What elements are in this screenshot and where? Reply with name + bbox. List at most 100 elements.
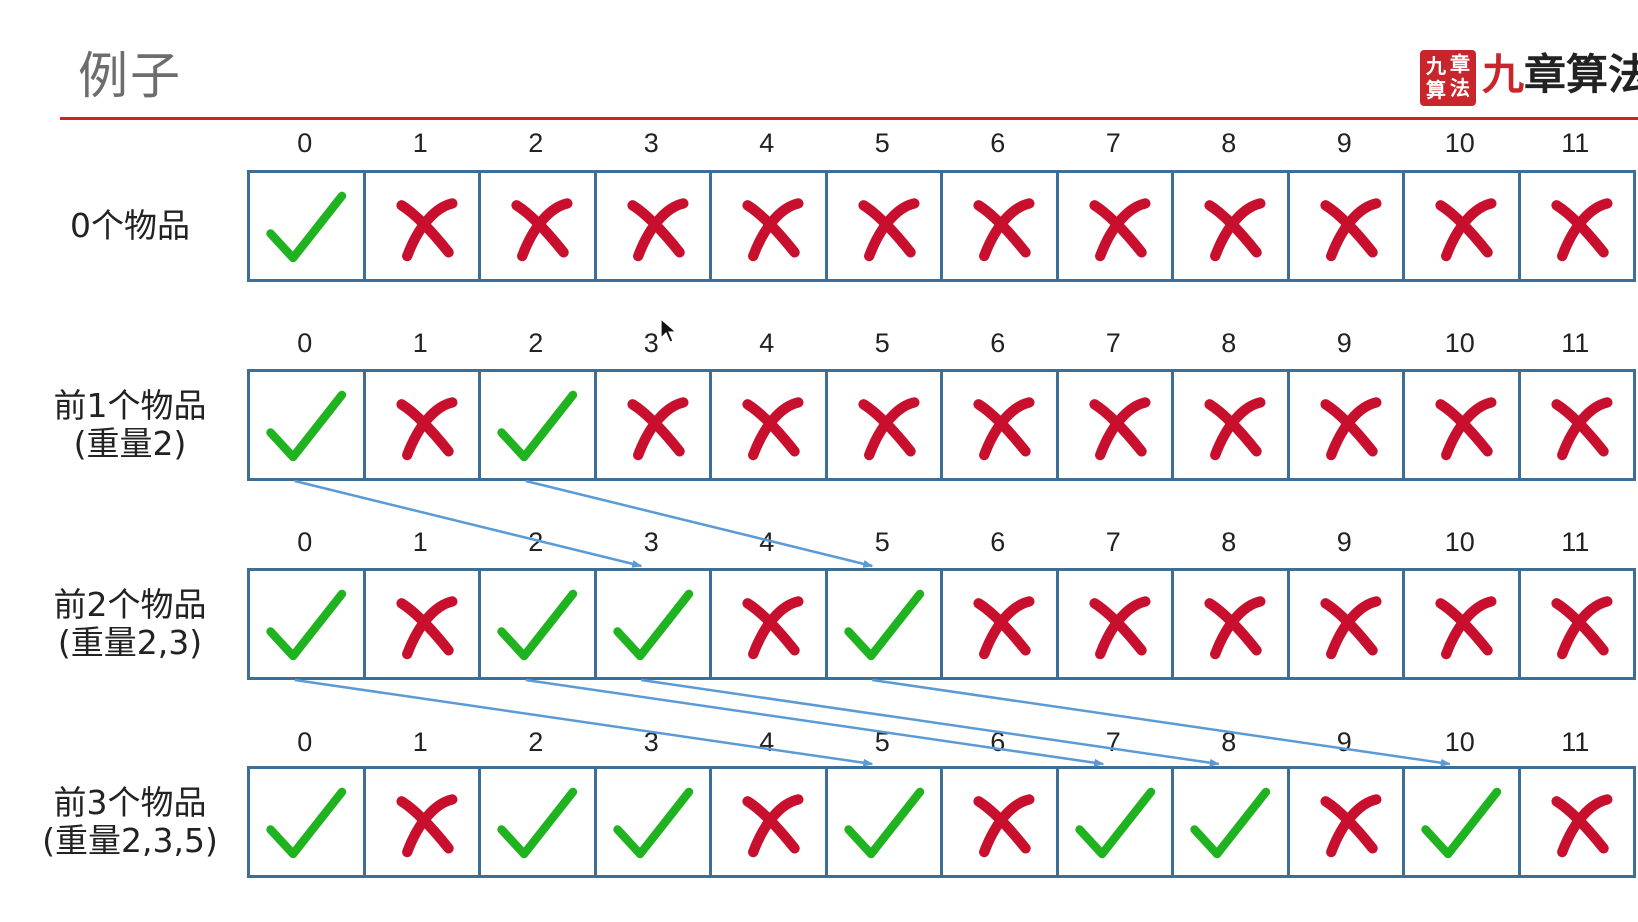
cell-unreachable [709,766,828,878]
cell-unreachable [593,369,712,481]
green-check-icon [834,577,935,671]
cell-unreachable [1402,369,1521,481]
column-index: 0 [297,128,313,158]
green-check-icon [487,577,588,671]
red-cross-icon [603,378,704,472]
cell-reachable [247,369,366,481]
column-index: 3 [643,128,659,158]
column-index: 10 [1444,527,1475,557]
column-index: 11 [1561,727,1590,757]
cell-reachable [247,766,366,878]
column-index: 0 [297,727,313,757]
cell-unreachable [1286,568,1405,680]
cell-unreachable [362,568,481,680]
red-cross-icon [1296,775,1397,869]
column-index: 4 [759,727,775,757]
green-check-icon [603,775,704,869]
row-label-line: 前2个物品 [53,585,207,624]
cell-unreachable [478,170,597,282]
transition-arrow [294,479,643,568]
cell-unreachable [1055,568,1174,680]
cell-reachable [824,568,943,680]
cell-unreachable [1055,170,1174,282]
column-index: 6 [990,128,1006,158]
column-index: 1 [412,128,428,158]
column-index: 0 [297,527,313,557]
row-label: 前1个物品(重量2) [20,387,240,463]
red-cross-icon [949,775,1050,869]
cell-unreachable [709,170,828,282]
red-cross-icon [1296,179,1397,273]
cell-unreachable [362,369,481,481]
logo-wordmark: 九章算法 [1482,50,1638,100]
cell-unreachable [1286,369,1405,481]
cell-unreachable [362,766,481,878]
cell-unreachable [940,568,1059,680]
red-cross-icon [603,179,704,273]
cell-unreachable [709,369,828,481]
column-index: 9 [1336,128,1352,158]
cell-unreachable [362,170,481,282]
column-index: 4 [759,128,775,158]
column-index: 5 [874,128,890,158]
logo-seal-char: 算 [1426,78,1446,102]
red-cross-icon [1065,179,1166,273]
red-cross-icon [718,179,819,273]
row-label: 前2个物品(重量2,3) [20,586,240,662]
column-index: 3 [643,727,659,757]
cell-unreachable [1055,369,1174,481]
row-label-line: (重量2,3,5) [42,821,218,860]
mouse-cursor-icon [660,318,678,343]
column-index: 2 [528,727,544,757]
row-label: 前3个物品(重量2,3,5) [20,784,240,860]
red-cross-icon [1527,775,1628,869]
cell-reachable [478,369,597,481]
green-check-icon [1180,775,1281,869]
transition-arrow [525,479,874,568]
column-index: 7 [1105,328,1121,358]
title-divider [60,117,1638,120]
red-cross-icon [718,577,819,671]
red-cross-icon [1065,577,1166,671]
cell-unreachable [824,369,943,481]
cell-reachable [824,766,943,878]
red-cross-icon [1527,378,1628,472]
green-check-icon [487,378,588,472]
column-index: 0 [297,328,313,358]
column-index: 3 [643,328,659,358]
cell-reachable [478,568,597,680]
cell-unreachable [1402,568,1521,680]
row-label-line: (重量2,3) [57,623,203,662]
cell-reachable [593,568,712,680]
red-cross-icon [1180,179,1281,273]
cell-reachable [593,766,712,878]
red-cross-icon [718,775,819,869]
red-cross-icon [1411,378,1512,472]
red-cross-icon [1180,577,1281,671]
logo-seal-char: 法 [1450,76,1470,100]
cell-reachable [1055,766,1174,878]
column-index: 8 [1221,727,1237,757]
column-index: 1 [412,527,428,557]
red-cross-icon [949,577,1050,671]
jiuzhang-logo: 九 章 算 法 九章算法 [1420,44,1638,106]
column-index: 10 [1444,328,1475,358]
column-index: 11 [1561,328,1590,358]
green-check-icon [256,179,357,273]
row-label-line: 前1个物品 [53,386,207,425]
red-cross-icon [1411,179,1512,273]
row-label-line: (重量2) [73,424,187,463]
red-cross-icon [949,179,1050,273]
red-cross-icon [834,378,935,472]
cell-unreachable [940,170,1059,282]
column-index: 9 [1336,527,1352,557]
column-index: 6 [990,328,1006,358]
cell-unreachable [709,568,828,680]
column-index: 5 [874,328,890,358]
cell-unreachable [1286,766,1405,878]
cell-unreachable [1286,170,1405,282]
red-cross-icon [1180,378,1281,472]
red-cross-icon [1296,577,1397,671]
red-cross-icon [1296,378,1397,472]
